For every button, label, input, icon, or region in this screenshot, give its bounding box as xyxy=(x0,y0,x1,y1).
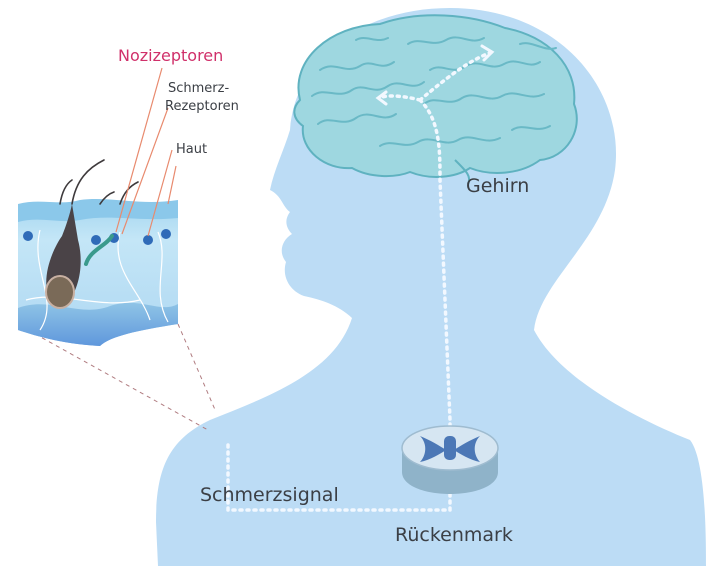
label-pain-receptors-line1: Schmerz- xyxy=(168,80,229,98)
label-nociceptors: Nozizeptoren xyxy=(118,46,223,65)
label-skin: Haut xyxy=(176,141,207,159)
brain-illustration xyxy=(294,15,576,184)
label-spinal-cord: Rückenmark xyxy=(395,524,513,546)
spinal-cord-section xyxy=(402,426,498,494)
skin-cross-section xyxy=(18,160,178,346)
label-brain: Gehirn xyxy=(466,175,529,197)
label-pain-signal: Schmerzsignal xyxy=(200,484,339,506)
label-pain-receptors-line2: Rezeptoren xyxy=(165,98,239,116)
